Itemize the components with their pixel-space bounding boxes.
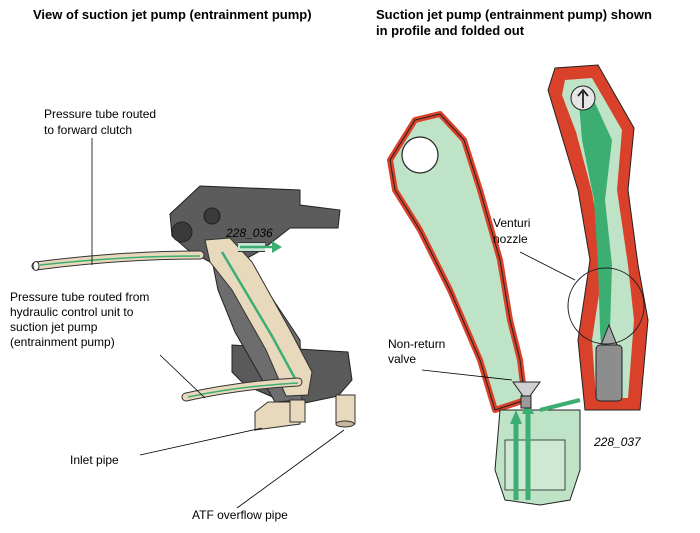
label-pressure-forward-line2: to forward clutch [44,123,133,137]
label-pressure-hcu-line4: (entrainment pump) [10,335,115,349]
label-atf-overflow-pipe: ATF overflow pipe [192,508,288,522]
right-title-line1: Suction jet pump (entrainment pump) show… [376,7,652,22]
left-pump-illustration [31,185,356,431]
label-pressure-hcu-line3: suction jet pump [10,320,98,334]
left-title: View of suction jet pump (entrainment pu… [33,7,312,22]
label-pressure-hcu-line1: Pressure tube routed from [10,290,150,304]
left-leader-lines [91,138,345,509]
figure-code-left: 228_036 [226,226,273,240]
label-pressure-forward-line1: Pressure tube routed [44,107,157,121]
label-venturi-line1: Venturi [493,216,531,230]
label-inlet-pipe: Inlet pipe [70,453,119,467]
label-non-return-line1: Non-return [388,337,446,351]
label-pressure-hcu-line2: hydraulic control unit to [10,305,134,319]
right-pump-illustration [387,64,649,506]
right-title-line2: in profile and folded out [376,23,525,38]
label-venturi-line2: nozzle [493,232,528,246]
right-leader-lines [421,251,576,381]
label-non-return-line2: valve [388,352,417,366]
figure-code-right: 228_037 [594,435,641,449]
